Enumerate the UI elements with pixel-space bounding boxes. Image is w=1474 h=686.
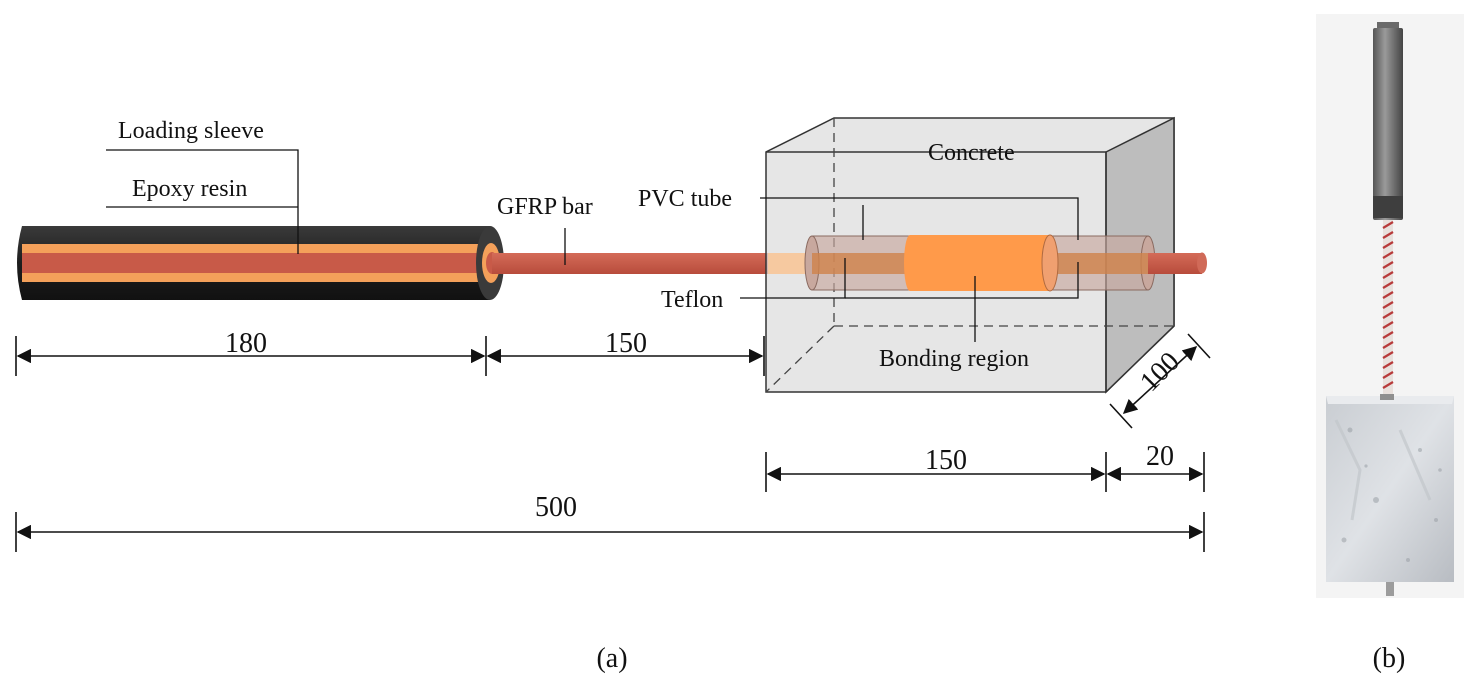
- photo-loading-sleeve: [1373, 28, 1403, 220]
- bar-teflon-entry: [768, 253, 808, 274]
- label-gfrp-bar: GFRP bar: [497, 194, 593, 220]
- dim-protrusion: 20: [1146, 441, 1174, 472]
- pvc-tube-left: [804, 235, 911, 291]
- gfrp-bar: [492, 253, 768, 274]
- photo-bar-rib-pattern: [1382, 221, 1394, 389]
- leader-lines: [106, 149, 1079, 342]
- bonding-region: [904, 234, 1059, 292]
- label-pvc-tube: PVC tube: [638, 186, 732, 212]
- specimen-photo: [1316, 14, 1464, 598]
- dim-free-length: 150: [605, 328, 647, 359]
- label-concrete: Concrete: [928, 140, 1015, 166]
- label-bonding-region: Bonding region: [879, 346, 1029, 372]
- caption-b: (b): [1373, 643, 1406, 674]
- label-teflon: Teflon: [661, 287, 723, 313]
- photo-gfrp-bar: [1383, 220, 1393, 396]
- embedded-bar: [22, 253, 490, 273]
- gfrp-bar-free-end: [1148, 253, 1202, 274]
- pvc-tube-right: [1047, 235, 1156, 291]
- dim-total-length: 500: [535, 492, 577, 523]
- photo-concrete-block: [1326, 396, 1454, 582]
- leader-pvc-tube: [760, 197, 1079, 240]
- caption-a: (a): [596, 643, 627, 674]
- label-loading-sleeve: Loading sleeve: [118, 118, 264, 144]
- dim-sleeve-length: 180: [225, 328, 267, 359]
- photo-concrete-texture: [1341, 427, 1442, 562]
- dim-line-depth: [1122, 346, 1198, 414]
- label-epoxy-resin: Epoxy resin: [132, 176, 247, 202]
- epoxy-layer-top: [22, 244, 490, 253]
- loading-sleeve: [17, 226, 504, 300]
- leader-loading-sleeve: [106, 149, 299, 254]
- dimension-lines: [15, 333, 1211, 552]
- dim-block-length: 150: [925, 445, 967, 476]
- epoxy-layer-bottom: [22, 273, 490, 282]
